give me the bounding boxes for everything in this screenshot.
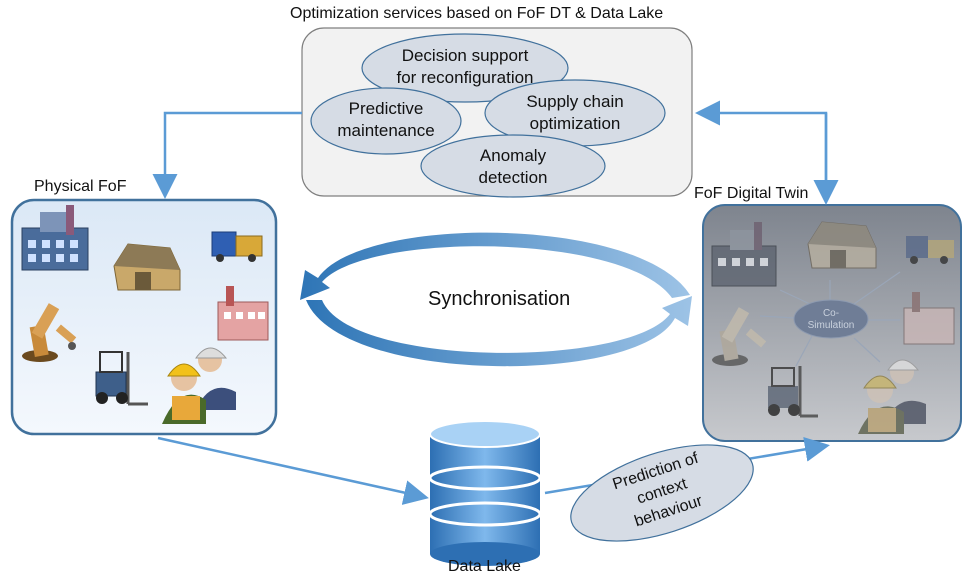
forklift-icon [768,366,818,418]
services-title: Optimization services based on FoF DT & … [290,5,664,22]
warehouse-icon [807,221,877,269]
robot-arm-icon [712,307,767,366]
ellipse-predictive-maintenance [310,87,462,155]
forklift-icon [95,351,148,406]
workers-icon [162,347,236,424]
digital-twin-title: FoF Digital Twin [694,185,809,202]
datalake-label: Data Lake [448,558,521,575]
ellipse-decision-support [361,33,569,103]
truck-icon [211,231,263,262]
sync-arrow-bottom [306,296,692,367]
co-simulation-label: Co- Simulation [807,308,855,331]
warehouse-icon [113,243,181,291]
sync-label: Synchronisation [428,288,571,310]
ellipse-supply-chain-text: Supply chain optimization [526,92,624,133]
ellipse-anomaly [420,134,606,198]
arrow-physical-to-datalake [157,436,429,505]
ellipse-decision-support-text: Decision support for reconfiguration [396,46,534,87]
factory-icon [21,205,89,271]
ellipse-anomaly-text: Anomaly detection [478,146,548,187]
arrow-services-to-physical [152,111,302,199]
physical-fof-title: Physical FoF [34,178,127,195]
robot-arm-icon [22,303,77,362]
workers-icon [858,359,926,434]
factory-icon [711,222,777,287]
database-icon [428,420,542,566]
prediction-ellipse [570,444,754,542]
factory-icon [217,286,269,341]
factory-icon [903,292,955,345]
sync-arrow-top [300,232,690,300]
truck-icon [906,236,954,264]
co-simulation-hub [759,271,901,367]
ellipse-predictive-maintenance-text: Predictive maintenance [337,99,435,140]
